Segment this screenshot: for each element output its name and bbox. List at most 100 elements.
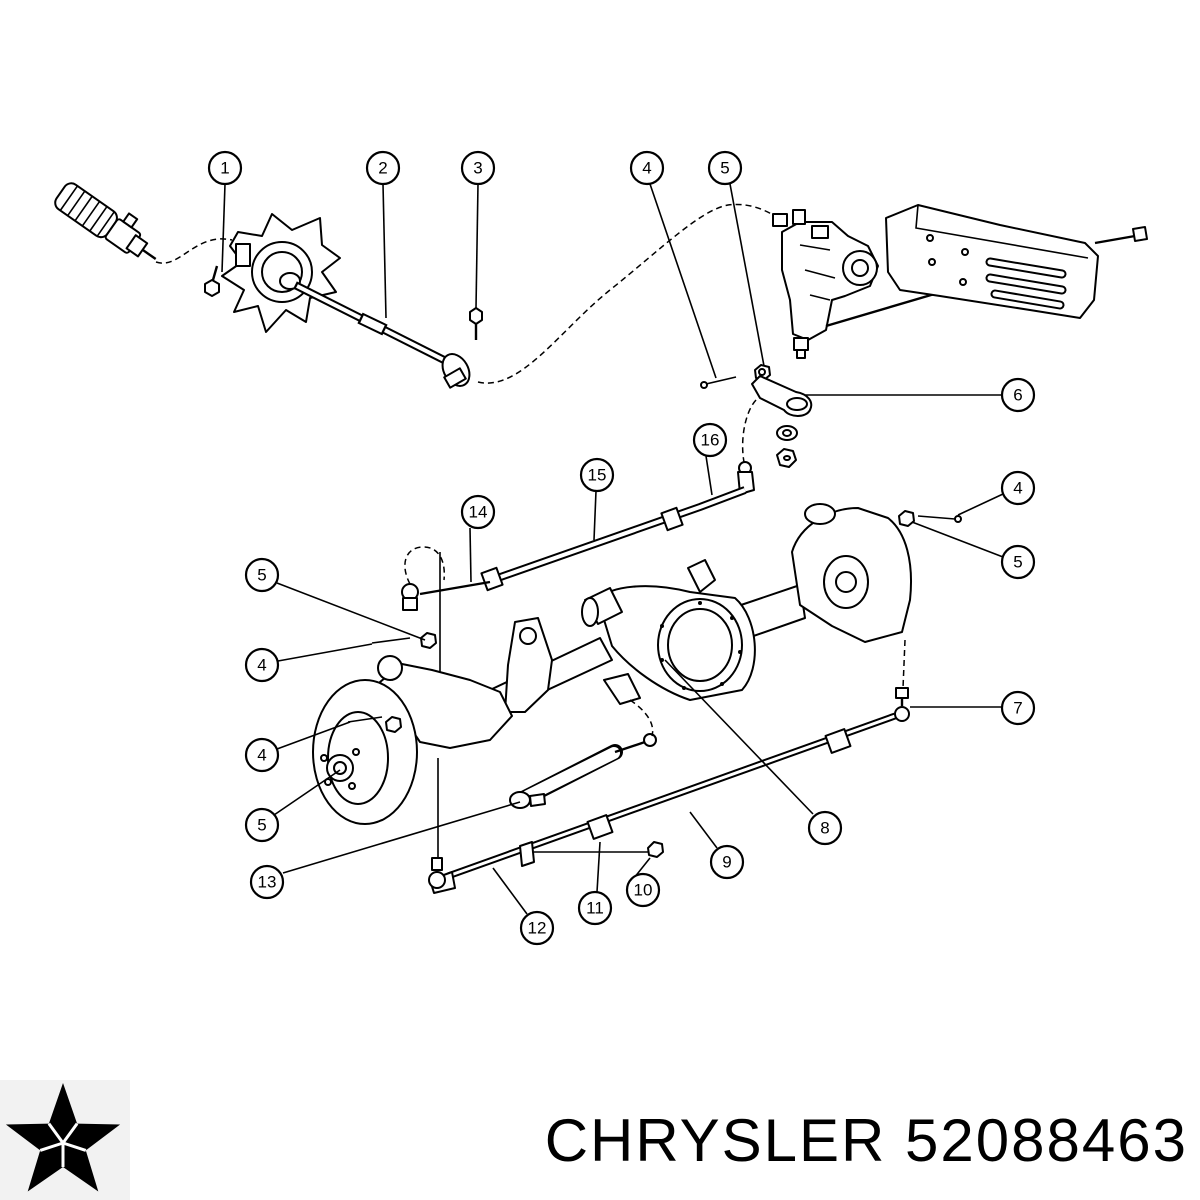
drag-link-clamp xyxy=(660,506,684,532)
leader-line-14 xyxy=(469,527,472,583)
drag-link-part xyxy=(401,461,755,611)
tie-rod-adjuster-sleeve xyxy=(824,728,852,754)
coupler-bolt xyxy=(122,212,139,229)
leader-line-11 xyxy=(596,841,601,893)
callout-7: 7 xyxy=(1000,690,1036,726)
castle-nut xyxy=(898,510,915,527)
frame-bolt-stem xyxy=(1094,234,1136,245)
callout-label: 8 xyxy=(820,819,829,838)
wheel-stud xyxy=(348,782,356,790)
damper-rod-eye xyxy=(643,733,657,747)
control-arm-bushing xyxy=(519,627,537,645)
pentastar-shape xyxy=(5,1083,121,1192)
universal-joint-yoke xyxy=(443,367,467,389)
pitman-nut-hole xyxy=(783,455,791,461)
callout-14: 14 xyxy=(460,494,496,530)
callout-label: 14 xyxy=(469,503,488,522)
right-upper-ball-joint xyxy=(804,503,836,525)
callout-label: 3 xyxy=(473,159,482,178)
damper-stud xyxy=(529,793,546,807)
damper-lower-eye xyxy=(509,791,531,809)
callout-circle xyxy=(1000,690,1036,726)
callout-label: 16 xyxy=(701,431,720,450)
callout-4-right: 4 xyxy=(1000,470,1036,506)
left-upper-cotter-pin-part xyxy=(371,632,437,649)
intermediate-shaft-part xyxy=(293,281,471,389)
callout-label: 4 xyxy=(1013,479,1022,498)
cotter-pin xyxy=(705,376,737,385)
shaft-sleeve-fill xyxy=(360,315,385,333)
differential-cover-inner xyxy=(667,608,733,682)
cotter-pin xyxy=(347,716,383,723)
drag-link-clamp xyxy=(480,566,504,592)
tie-rod-part xyxy=(446,687,910,880)
callout-circle xyxy=(519,910,555,946)
callout-11: 11 xyxy=(577,890,613,926)
callout-9: 9 xyxy=(709,844,745,880)
rotor-hub-cap xyxy=(333,761,347,775)
pinion-flange xyxy=(581,597,599,627)
frame-hole xyxy=(961,248,969,256)
callout-circle xyxy=(1000,544,1036,580)
damper-rod xyxy=(614,740,646,754)
pitman-arm-bore xyxy=(786,397,808,411)
callout-label: 5 xyxy=(257,816,266,835)
bolt-head xyxy=(204,279,220,297)
bolt-head xyxy=(469,307,483,325)
cover-bolt xyxy=(682,686,686,690)
frame-hole xyxy=(926,234,934,242)
callout-4-left: 4 xyxy=(244,647,280,683)
tie-rod-right-end xyxy=(894,706,910,722)
gear-fitting xyxy=(792,209,806,225)
callout-5-right: 5 xyxy=(1000,544,1036,580)
drag-link-dashed-loop xyxy=(404,546,446,585)
leader-line-1 xyxy=(221,183,226,273)
callout-label: 12 xyxy=(528,919,547,938)
column-bolt-part xyxy=(204,265,220,297)
cover-bolt xyxy=(698,601,702,605)
part-number: 52088463 xyxy=(905,1107,1188,1174)
leader-line-3 xyxy=(475,183,479,309)
clamp-nut-part xyxy=(647,841,664,858)
cover-bolt xyxy=(660,624,664,628)
coupler-shaft xyxy=(141,248,157,260)
callout-circle xyxy=(807,810,843,846)
callout-label: 7 xyxy=(1013,699,1022,718)
callout-label: 1 xyxy=(220,159,229,178)
cotter-pin xyxy=(917,515,956,520)
gear-fitting xyxy=(811,225,829,239)
leader-line-5-top xyxy=(729,183,765,367)
frame-ridge xyxy=(915,204,1089,259)
tie-rod-right-stud-nut xyxy=(895,687,909,699)
differential-cover-bolts xyxy=(660,601,742,690)
callout-label: 2 xyxy=(378,159,387,178)
callout-circle xyxy=(579,457,615,493)
leader-line-12 xyxy=(492,867,528,915)
pentastar-divider-lines xyxy=(39,1122,87,1167)
callout-2: 2 xyxy=(365,150,401,186)
leader-line-4-left xyxy=(277,643,373,662)
gear-sector-cap xyxy=(851,259,869,277)
cover-bolt xyxy=(730,616,734,620)
tie-rod-adjuster-sleeve xyxy=(586,814,614,840)
drag-link-tube-fill xyxy=(491,488,746,582)
callout-circle xyxy=(249,864,285,900)
tie-rod-right-dashed-line xyxy=(902,639,906,689)
callout-6: 6 xyxy=(1000,377,1036,413)
damper-bracket xyxy=(603,673,641,705)
frame-rail-part xyxy=(885,204,1148,319)
callout-circle xyxy=(460,494,496,530)
callout-circle xyxy=(365,150,401,186)
gear-output-spline xyxy=(796,349,806,359)
bolt-stem xyxy=(211,265,219,281)
frame-bolt-head xyxy=(1132,226,1148,242)
pitman-to-drag-link-dashed-line xyxy=(741,399,757,463)
callout-4-lower: 4 xyxy=(244,737,280,773)
tie-rod-end-socket xyxy=(428,871,446,889)
callout-circle xyxy=(692,422,728,458)
pitman-washer-hole xyxy=(782,429,792,437)
callout-circle xyxy=(709,844,745,880)
callout-circle xyxy=(244,807,280,843)
